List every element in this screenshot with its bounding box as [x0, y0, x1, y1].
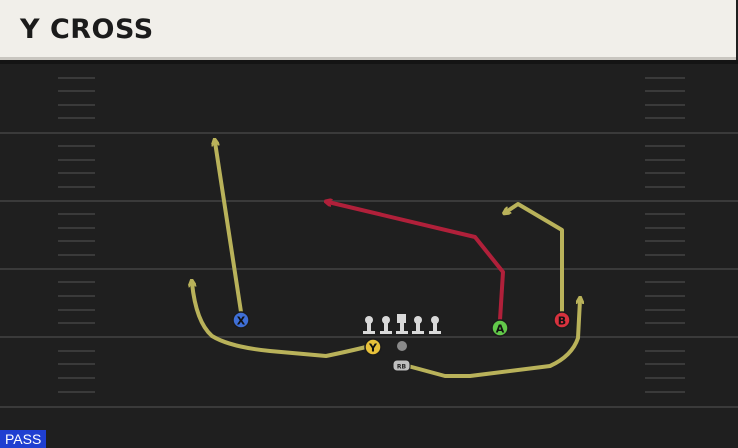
route-a [328, 202, 505, 322]
player-y-label: Y [368, 342, 378, 355]
play-type-badge: PASS [0, 430, 47, 448]
player-rb[interactable]: RB [392, 359, 411, 372]
hash-marks-left [58, 77, 95, 393]
player-a-label: A [496, 323, 505, 336]
player-b[interactable]: B [553, 311, 571, 329]
header-divider [0, 60, 738, 64]
quarterback-icon [397, 341, 407, 351]
offensive-line [363, 314, 441, 334]
play-title: Y CROSS [20, 14, 154, 45]
lineman-icon [363, 316, 375, 334]
player-b-label: B [558, 315, 566, 328]
route-b [506, 202, 564, 313]
lineman-icon [380, 316, 392, 334]
player-x[interactable]: X [232, 311, 250, 329]
play-header: Y CROSS [0, 0, 736, 60]
lineman-icon [429, 316, 441, 334]
player-a[interactable]: A [491, 319, 509, 337]
player-y[interactable]: Y [364, 338, 382, 356]
lineman-icon [412, 316, 424, 334]
yard-lines [0, 132, 738, 408]
player-x-label: X [237, 315, 246, 328]
route-x [215, 142, 243, 314]
route-rb [406, 300, 580, 378]
hash-marks-right [645, 77, 685, 393]
route-y [192, 283, 368, 358]
player-rb-label: RB [397, 364, 407, 371]
center-icon [396, 314, 408, 334]
